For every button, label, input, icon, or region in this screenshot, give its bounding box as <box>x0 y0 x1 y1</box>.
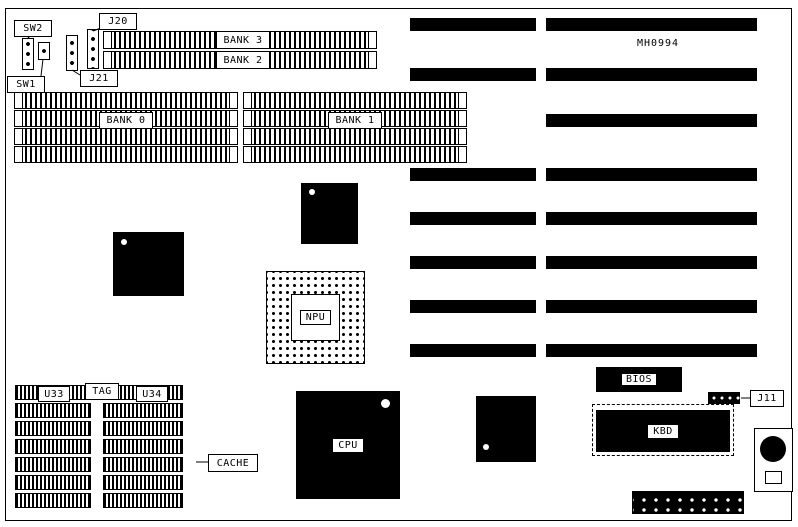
chipset-chip-1 <box>301 183 358 244</box>
isa-slot-2-long <box>546 68 757 81</box>
isa-slot-8-long <box>546 344 757 357</box>
j11-connector <box>708 392 740 404</box>
label-bank0: BANK 0 <box>99 112 153 129</box>
isa-slot-1-long <box>546 18 757 31</box>
cache-chip-b5 <box>103 457 183 472</box>
din-key <box>765 471 782 484</box>
simm-slot-bank0-4 <box>14 146 238 163</box>
chipset-chip-1-pin1-dot <box>309 189 315 195</box>
label-j21: J21 <box>80 70 118 87</box>
isa-slot-6-short <box>410 256 536 269</box>
label-u34: U34 <box>136 386 168 402</box>
simm-slot-bank0-1 <box>14 92 238 109</box>
kbd-label: KBD <box>647 423 679 439</box>
cpu-label: CPU <box>332 437 364 453</box>
simm-slot-bank0-3 <box>14 128 238 145</box>
npu-socket: NPU <box>266 271 365 364</box>
cache-chip-a7 <box>15 493 91 508</box>
simm-slot-bank1-3 <box>243 128 467 145</box>
isa-slot-6-long <box>546 256 757 269</box>
label-j20: J20 <box>99 13 137 30</box>
board-outline <box>5 8 792 521</box>
label-bank3: BANK 3 <box>216 31 270 49</box>
isa-slot-4-short <box>410 168 536 181</box>
simm-slot-bank1-4 <box>243 146 467 163</box>
isa-slot-8-short <box>410 344 536 357</box>
cpu-chip: CPU <box>296 391 400 499</box>
cpu-pin1-dot <box>381 399 390 408</box>
npu-label: NPU <box>299 310 332 325</box>
switch-sw1 <box>38 42 50 60</box>
jumper-j20 <box>87 29 99 69</box>
kbd-socket-outline <box>592 404 734 456</box>
cache-chip-b7 <box>103 493 183 508</box>
cache-chip-a3 <box>15 421 91 436</box>
label-tag: TAG <box>85 383 119 400</box>
cache-chip-a5 <box>15 457 91 472</box>
keyboard-din-connector <box>754 428 793 492</box>
chipset-chip-2-pin1-dot <box>121 239 127 245</box>
label-bank1: BANK 1 <box>328 112 382 129</box>
isa-slot-5-short <box>410 212 536 225</box>
label-u33: U33 <box>38 386 70 402</box>
isa-slot-5-long <box>546 212 757 225</box>
bios-label: BIOS <box>620 373 658 386</box>
label-j11: J11 <box>750 390 784 407</box>
simm-slot-bank1-1 <box>243 92 467 109</box>
isa-slot-4-long <box>546 168 757 181</box>
cache-chip-b2 <box>103 403 183 418</box>
label-bank2: BANK 2 <box>216 51 270 69</box>
label-sw2: SW2 <box>14 20 52 37</box>
switch-sw2 <box>22 38 34 70</box>
jumper-j21 <box>66 35 78 71</box>
part-number: MH0994 <box>636 38 680 49</box>
cache-chip-b3 <box>103 421 183 436</box>
cache-chip-a4 <box>15 439 91 454</box>
isa-slot-1-short <box>410 18 536 31</box>
chipset-chip-3 <box>476 396 536 462</box>
chipset-chip-2 <box>113 232 184 296</box>
label-sw1: SW1 <box>7 76 45 93</box>
bios-chip: BIOS <box>596 367 682 392</box>
isa-slot-7-short <box>410 300 536 313</box>
cache-chip-a6 <box>15 475 91 490</box>
cache-chip-b6 <box>103 475 183 490</box>
label-cache: CACHE <box>208 454 258 472</box>
pin-header-connector <box>632 491 744 514</box>
cache-chip-a2 <box>15 403 91 418</box>
kbd-chip: KBD <box>596 410 730 452</box>
cache-chip-b4 <box>103 439 183 454</box>
chipset-chip-3-pin1-dot <box>483 444 489 450</box>
din-barrel <box>760 436 786 462</box>
npu-socket-center: NPU <box>291 294 340 341</box>
isa-slot-2-short <box>410 68 536 81</box>
isa-slot-3-long <box>546 114 757 127</box>
isa-slot-7-long <box>546 300 757 313</box>
